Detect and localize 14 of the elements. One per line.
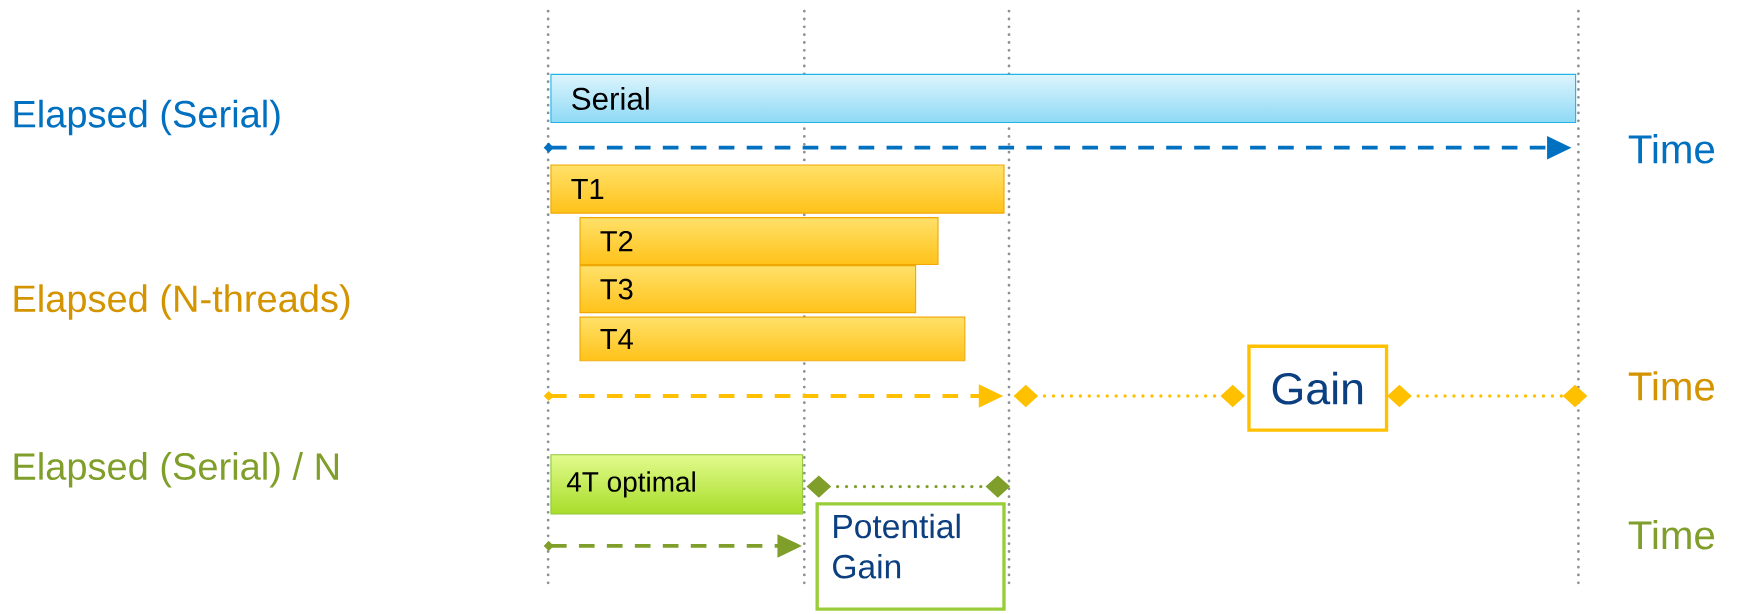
time-bar: 4T optimal [550,454,804,515]
gain-box: Gain [1247,344,1389,432]
thread-bar: T3 [579,265,917,314]
gain-box: Potential Gain [815,502,1006,611]
row-label: Elapsed (N-threads) [14,284,350,320]
time-bar: Serial [550,73,1577,123]
axis-label: Time [1628,371,1715,401]
thread-bar: T4 [579,316,966,362]
axis-label: Time [1628,133,1715,164]
thread-bar: T2 [579,216,939,266]
thread-bar: T1 [550,164,1005,214]
row-label: Elapsed (Serial) [14,99,280,136]
row-label: Elapsed (Serial) / N [14,452,338,488]
axis-label: Time [1628,519,1715,550]
